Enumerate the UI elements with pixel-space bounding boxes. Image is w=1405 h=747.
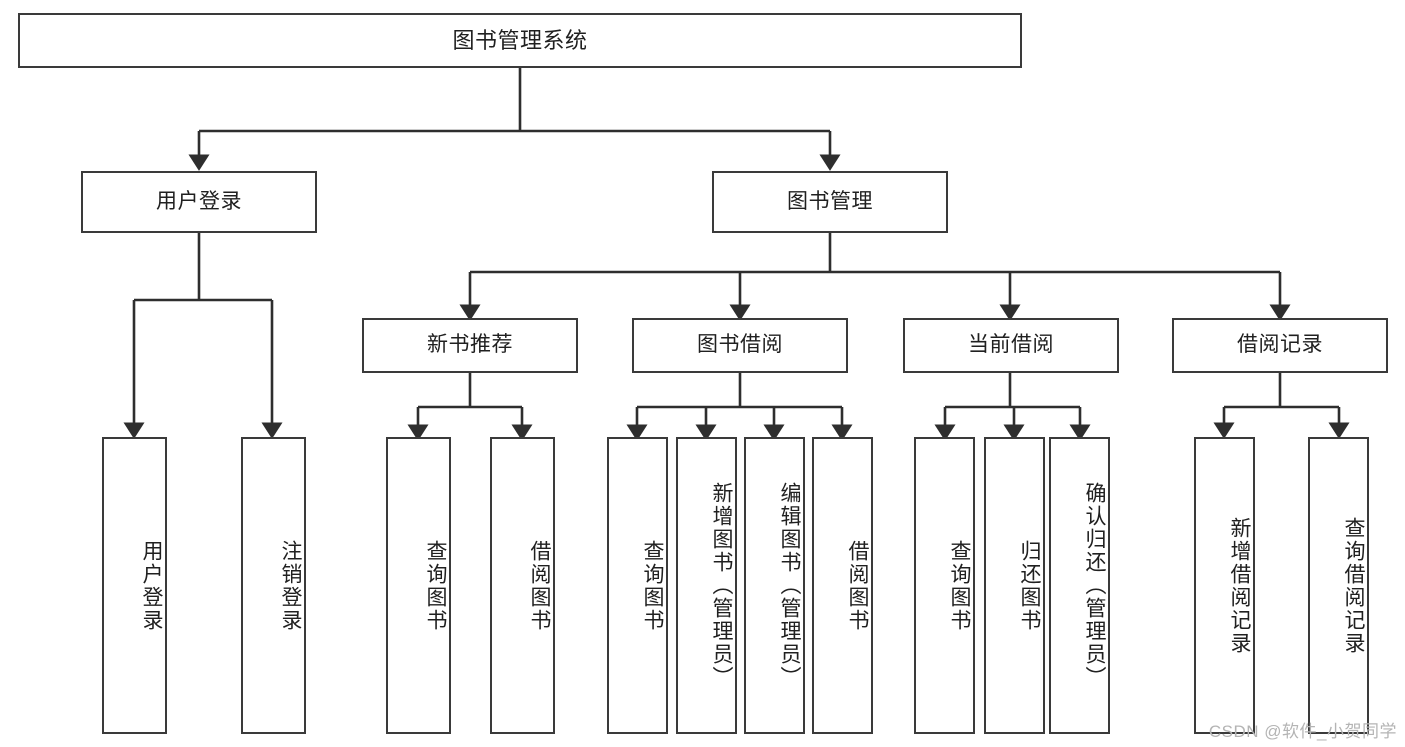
node-label: 借阅图书 [846,539,869,632]
node-leaf-query-book-1[interactable]: 查询图书 [386,437,451,734]
node-current-borrow[interactable]: 当前借阅 [903,318,1119,373]
node-label: 新书推荐 [427,333,513,357]
node-leaf-logout[interactable]: 注销登录 [241,437,306,734]
node-label: 借阅记录 [1237,333,1323,357]
node-label: 确认归还（管理员） [1083,482,1106,689]
node-book-management[interactable]: 图书管理 [712,171,948,233]
node-root-system[interactable]: 图书管理系统 [18,13,1022,68]
node-leaf-add-borrow-record[interactable]: 新增借阅记录 [1194,437,1255,734]
node-leaf-add-book-admin[interactable]: 新增图书（管理员） [676,437,737,734]
node-label: 归还图书 [1018,539,1041,632]
node-leaf-borrow-book-2[interactable]: 借阅图书 [812,437,873,734]
node-leaf-query-book-2[interactable]: 查询图书 [607,437,668,734]
node-label: 查询借阅记录 [1342,516,1365,655]
node-leaf-borrow-book-1[interactable]: 借阅图书 [490,437,555,734]
node-leaf-confirm-return-admin[interactable]: 确认归还（管理员） [1049,437,1110,734]
node-label: 查询图书 [948,539,971,632]
node-leaf-query-book-3[interactable]: 查询图书 [914,437,975,734]
node-label: 用户登录 [140,539,163,632]
node-label: 图书管理系统 [452,27,588,53]
node-label: 查询图书 [641,539,664,632]
node-leaf-query-borrow-record[interactable]: 查询借阅记录 [1308,437,1369,734]
node-label: 用户登录 [156,189,242,213]
node-label: 新增图书（管理员） [710,482,733,689]
node-leaf-return-book[interactable]: 归还图书 [984,437,1045,734]
node-label: 新增借阅记录 [1228,516,1251,655]
node-borrow-record[interactable]: 借阅记录 [1172,318,1388,373]
node-user-login[interactable]: 用户登录 [81,171,317,233]
csdn-watermark: CSDN @软件_小贺同学 [1208,722,1397,741]
node-label: 当前借阅 [968,333,1054,357]
node-label: 编辑图书（管理员） [778,482,801,689]
node-label: 借阅图书 [528,539,551,632]
node-book-borrow[interactable]: 图书借阅 [632,318,848,373]
node-leaf-user-login[interactable]: 用户登录 [102,437,167,734]
node-label: 查询图书 [424,539,447,632]
node-new-book-recommendation[interactable]: 新书推荐 [362,318,578,373]
node-label: 图书管理 [787,189,873,213]
node-label: 图书借阅 [697,333,783,357]
node-label: 注销登录 [279,539,302,632]
node-leaf-edit-book-admin[interactable]: 编辑图书（管理员） [744,437,805,734]
